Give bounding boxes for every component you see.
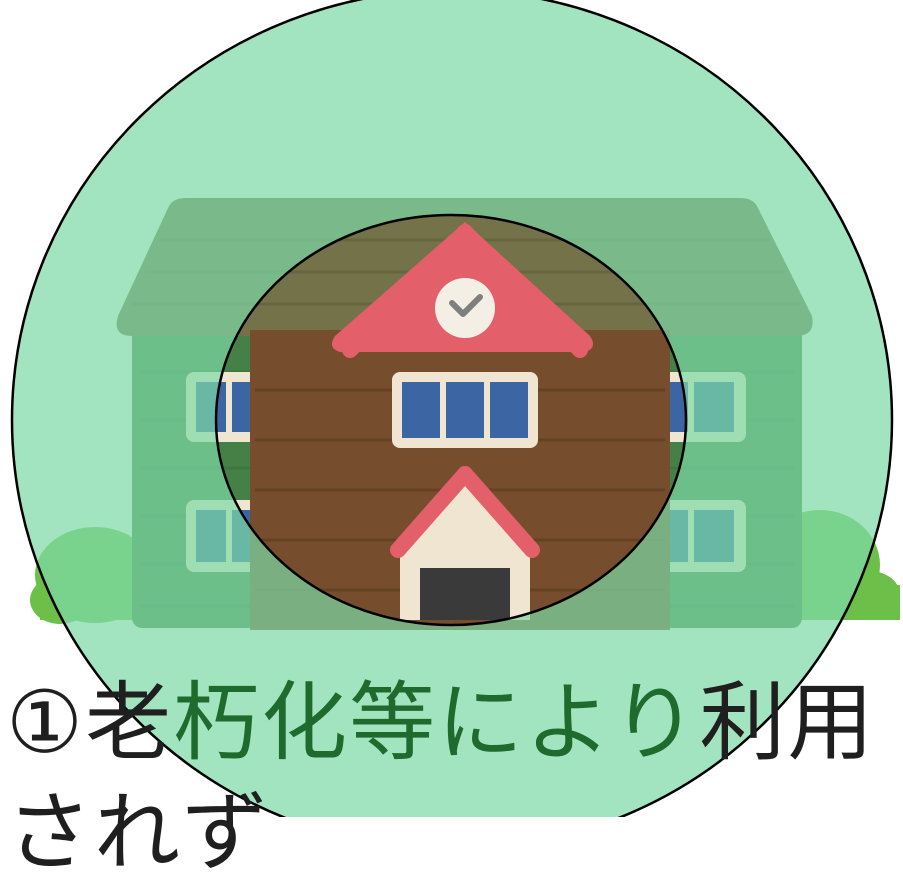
inner-circle [216, 215, 686, 625]
caption-line-1: ①老朽化等により利用 [6, 680, 875, 766]
entrance [390, 466, 540, 620]
caption-outside-right: 利用 [699, 673, 876, 773]
diagram-canvas: ①老朽化等により利用 されず [6, 0, 900, 876]
caption-inside: 朽化等により [173, 673, 700, 773]
caption-outside-left: 老 [85, 673, 174, 773]
door [420, 568, 510, 620]
caption-line-2: されず [6, 783, 270, 883]
clock-icon [435, 278, 495, 338]
inner-circle-stroke [214, 213, 688, 627]
outer-circle [12, 0, 892, 850]
school-illustration [10, 0, 900, 852]
caption-marker: ① [6, 673, 86, 773]
window-center-top [392, 372, 538, 448]
